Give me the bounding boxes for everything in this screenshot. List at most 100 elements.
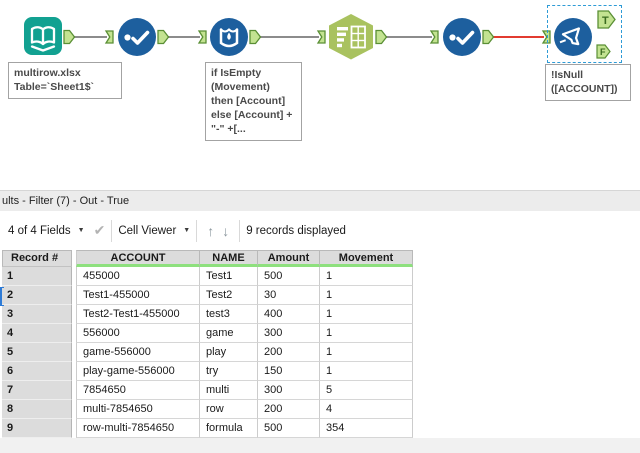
arrow-down-icon[interactable]: ↓ [222,222,230,239]
select-check-icon [124,30,150,45]
arrow-up-icon[interactable]: ↑ [207,222,215,239]
cell-movement[interactable]: 4 [320,400,413,419]
cell-amount[interactable]: 150 [258,362,320,381]
svg-text:T: T [602,15,609,27]
record-number[interactable]: 6 [2,362,72,381]
filter-tool[interactable] [554,18,592,56]
record-number[interactable]: 9 [2,419,72,438]
cell-account[interactable]: game-556000 [76,343,200,362]
book-icon [30,26,56,52]
cell-name[interactable]: Test2 [200,286,258,305]
cell-movement[interactable]: 1 [320,324,413,343]
input-data-tool[interactable] [24,17,62,55]
table-row[interactable]: 2 Test1-455000 Test2 30 1 [2,286,413,305]
cell-movement[interactable]: 5 [320,381,413,400]
table-row[interactable]: 3 Test2-Test1-455000 test3 400 1 [2,305,413,324]
cell-viewer-selector[interactable]: Cell Viewer [118,224,177,237]
cell-account[interactable]: row-multi-7854650 [76,419,200,438]
cell-name[interactable]: game [200,324,258,343]
chevron-down-icon[interactable]: ▼ [77,227,85,234]
cell-name[interactable]: row [200,400,258,419]
annotation-filter[interactable]: !IsNull ([ACCOUNT]) [545,64,631,102]
cell-movement[interactable]: 1 [320,362,413,381]
table-row[interactable]: 6 play-game-556000 try 150 1 [2,362,413,381]
svg-text:F: F [600,47,606,57]
record-number[interactable]: 8 [2,400,72,419]
cell-amount[interactable]: 500 [258,419,320,438]
cell-movement[interactable]: 1 [320,343,413,362]
table-row[interactable]: 9 row-multi-7854650 formula 500 354 [2,419,413,438]
table-header-row: Record # ACCOUNT NAME Amount Movement [2,250,413,267]
cell-amount[interactable]: 30 [258,286,320,305]
results-grid[interactable]: Record # ACCOUNT NAME Amount Movement 1 … [2,250,413,438]
table-row[interactable]: 1 455000 Test1 500 1 [2,267,413,286]
record-number[interactable]: 7 [2,381,72,400]
cell-account[interactable]: 7854650 [76,381,200,400]
cell-name[interactable]: try [200,362,258,381]
workflow-canvas[interactable]: T F multirow.xlsx Table=`Sheet1$` if IsE… [0,0,640,190]
toolbar-separator [111,219,113,242]
input-anchor-icon[interactable] [104,30,551,44]
cell-amount[interactable]: 300 [258,381,320,400]
record-number[interactable]: 2 [2,286,72,305]
cell-movement[interactable]: 1 [320,267,413,286]
cell-name[interactable]: test3 [200,305,258,324]
cell-amount[interactable]: 400 [258,305,320,324]
cell-account[interactable]: Test1-455000 [76,286,200,305]
bars-table-icon [337,25,366,49]
cell-account[interactable]: 455000 [76,267,200,286]
results-toolbar: 4 of 4 Fields ▼ ✔ Cell Viewer ▼ ↑ ↓ 9 re… [0,211,640,250]
cell-name[interactable]: multi [200,381,258,400]
apply-check-icon[interactable]: ✔ [93,222,106,238]
column-header[interactable]: NAME [200,250,258,267]
select-check-icon [449,30,475,45]
cell-name[interactable]: play [200,343,258,362]
records-displayed-label: 9 records displayed [246,224,346,237]
toolbar-separator [196,219,198,242]
row-selection-marker [0,287,4,306]
table-row[interactable]: 4 556000 game 300 1 [2,324,413,343]
multi-row-formula-tool[interactable] [210,18,248,56]
cell-movement[interactable]: 354 [320,419,413,438]
record-number[interactable]: 3 [2,305,72,324]
cell-amount[interactable]: 200 [258,343,320,362]
cell-account[interactable]: play-game-556000 [76,362,200,381]
select-tool-2[interactable] [443,18,481,56]
tool-selection-box [547,5,622,63]
table-row[interactable]: 8 multi-7854650 row 200 4 [2,400,413,419]
select-tool[interactable] [118,18,156,56]
table-row[interactable]: 5 game-556000 play 200 1 [2,343,413,362]
output-anchor-icon[interactable] [63,29,495,45]
cell-movement[interactable]: 1 [320,286,413,305]
cell-amount[interactable]: 300 [258,324,320,343]
funnel-icon [559,27,581,46]
fields-selector[interactable]: 4 of 4 Fields [8,224,71,237]
false-anchor[interactable]: F [596,44,611,59]
cell-amount[interactable]: 500 [258,267,320,286]
cell-name[interactable]: Test1 [200,267,258,286]
column-header[interactable]: Movement [320,250,413,267]
beaker-droplet-icon [219,28,239,48]
true-anchor[interactable]: T [597,10,616,29]
table-row[interactable]: 7 7854650 multi 300 5 [2,381,413,400]
cell-account[interactable]: multi-7854650 [76,400,200,419]
column-header[interactable]: Amount [258,250,320,267]
column-header[interactable]: Record # [2,250,72,267]
cell-movement[interactable]: 1 [320,305,413,324]
chevron-down-icon[interactable]: ▼ [183,227,191,234]
results-titlebar: ults - Filter (7) - Out - True [0,190,640,211]
cell-name[interactable]: formula [200,419,258,438]
record-number[interactable]: 1 [2,267,72,286]
annotation-multi-row-formula[interactable]: if IsEmpty (Movement) then [Account] els… [205,62,302,142]
annotation-input-data[interactable]: multirow.xlsx Table=`Sheet1$` [8,62,122,100]
crosstab-tool[interactable] [329,14,373,60]
column-header[interactable]: ACCOUNT [76,250,200,267]
record-number[interactable]: 4 [2,324,72,343]
results-title: ults - Filter (7) - Out - True [2,195,130,207]
cell-account[interactable]: 556000 [76,324,200,343]
grid-bottom-area [0,438,640,453]
cell-account[interactable]: Test2-Test1-455000 [76,305,200,324]
record-number[interactable]: 5 [2,343,72,362]
cell-amount[interactable]: 200 [258,400,320,419]
